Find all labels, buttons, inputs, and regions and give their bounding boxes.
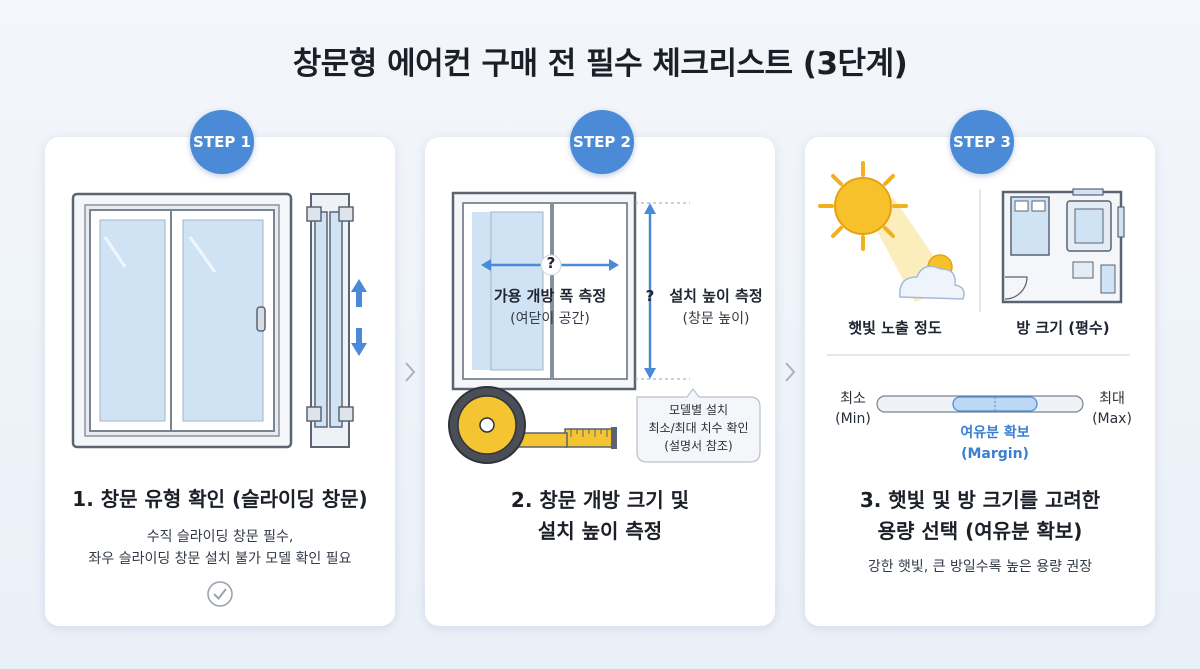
max-label-group: 최대 (Max) [1077,389,1147,429]
sun-exposure-label: 햇빛 노출 정도 [848,319,942,337]
height-question-mark: ? [645,287,655,305]
chevron-right-icon [785,362,796,382]
step-1-title: 1. 창문 유형 확인 (슬라이딩 창문) [72,487,368,511]
capacity-bar [876,395,1084,413]
check-circle-icon [207,581,233,607]
step-3-badge: STEP 3 [950,110,1014,174]
width-label: 가용 개방 폭 측정 [493,287,607,305]
max-sub: (Max) [1092,411,1132,427]
step-2-title-line2: 설치 높이 측정 [537,519,663,543]
sun-icon [818,161,908,251]
page-title: 창문형 에어컨 구매 전 필수 체크리스트 (3단계) [292,46,908,82]
height-sub: (창문 높이) [682,311,750,327]
min-label: 최소 [840,391,866,407]
step-2-title-line1: 2. 창문 개방 크기 및 [510,488,690,512]
margin-label: 여유분 확보 [960,425,1030,441]
height-label: 설치 높이 측정 [669,287,763,305]
room-size-label: 방 크기 (평수) [1016,319,1110,337]
step-2-badge: STEP 2 [570,110,634,174]
right-glass [182,219,264,422]
step-1-desc-line2: 좌우 슬라이딩 창문 설치 불가 모델 확인 필요 [88,551,352,567]
step-3-title-line1: 3. 햇빛 및 방 크기를 고려한 [859,488,1101,512]
step-1-badge: STEP 1 [190,110,254,174]
chevron-right-icon [405,362,416,382]
step-2-card: STEP 2 [425,110,775,626]
window-measure-illustration [448,191,761,464]
margin-label-group: 여유분 확보 (Margin) [925,423,1065,465]
size-note-box [636,388,761,463]
capacity-illustration [818,161,1130,413]
width-sub: (여닫이 공간) [510,311,590,327]
step-3-title-line2: 용량 선택 (여유분 확보) [877,519,1083,543]
min-label-group: 최소 (Min) [823,389,883,429]
width-question-mark: ? [546,254,556,272]
min-sub: (Min) [835,411,871,427]
size-note-line3: (설명서 참조) [664,439,733,453]
step-3-desc: 강한 햇빛, 큰 방일수록 높은 용량 권장 [867,559,1093,575]
height-arrow [644,203,656,379]
cloud-sun-icon [899,254,965,300]
sliding-window-illustration [71,192,367,449]
room-floorplan-icon [1001,188,1125,304]
window-handle-icon [256,306,266,332]
tape-measure-icon [448,386,617,464]
max-label: 최대 [1099,391,1125,407]
up-down-arrow-icon [351,279,367,356]
step-1-card: STEP 1 1. 창문 유형 확인 (슬라이딩 창문) 수직 슬라이딩 창문 … [45,110,395,626]
size-note-line1: 모델별 설치 [668,403,728,417]
size-note-text: 모델별 설치 최소/최대 치수 확인 (설명서 참조) [637,401,760,455]
margin-sub: (Margin) [961,446,1029,462]
step-3-card: STEP 3 [805,110,1155,626]
left-glass [99,219,166,422]
step-1-desc-line1: 수직 슬라이딩 창문 필수, [146,529,294,545]
size-note-line2: 최소/최대 치수 확인 [648,421,749,435]
